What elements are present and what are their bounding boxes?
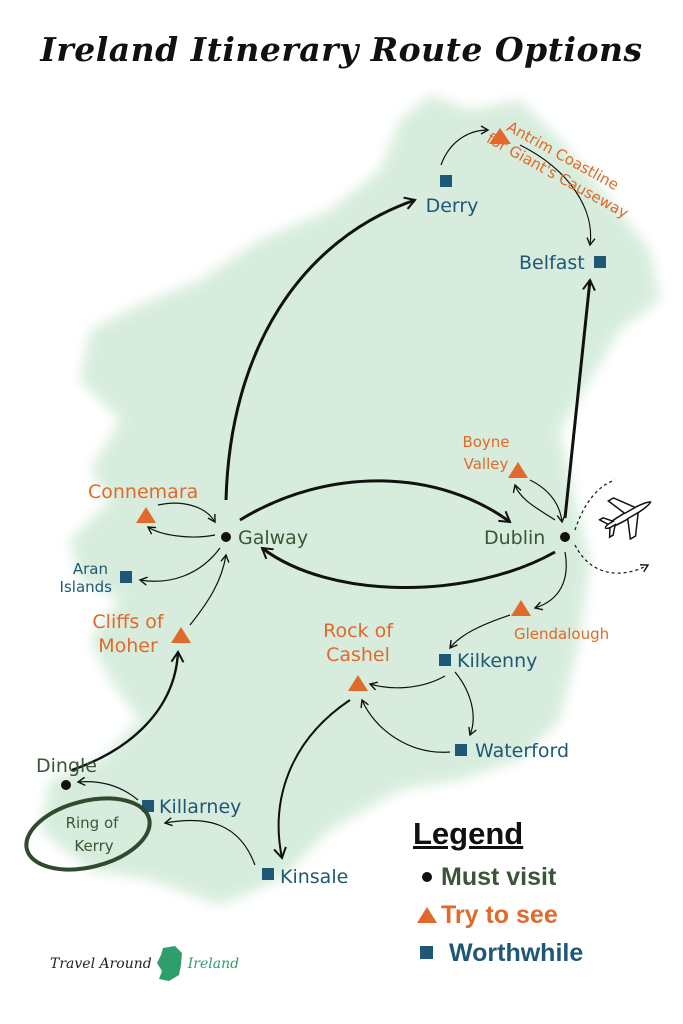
- label-moher-1: Cliffs of: [92, 611, 164, 633]
- label-killarney: Killarney: [159, 796, 241, 818]
- belfast-marker: [594, 256, 606, 268]
- label-galway: Galway: [238, 527, 308, 549]
- antrim-marker: [489, 128, 511, 144]
- label-aran-2: Islands: [60, 578, 113, 596]
- legend-worthwhile: Worthwhile: [413, 934, 583, 972]
- label-connemara: Connemara: [88, 481, 198, 503]
- route-galway-aran: [138, 547, 221, 586]
- legend-must-visit: Must visit: [413, 858, 583, 896]
- route-cashel-kinsale: [273, 699, 351, 860]
- logo-text-left: Travel Around: [50, 956, 152, 972]
- route-kilkenny-waterford: [454, 671, 477, 737]
- legend: Legend Must visit Try to see Worthwhile: [413, 816, 583, 972]
- cashel-marker: [348, 675, 368, 691]
- label-kinsale: Kinsale: [280, 866, 348, 888]
- ring-of-kerry-marker: [24, 796, 152, 872]
- route-connemara-galway: [157, 502, 216, 524]
- label-cashel-2: Cashel: [326, 644, 390, 666]
- route-antrim-belfast: [519, 144, 596, 247]
- derry-marker: [440, 175, 452, 187]
- ireland-landmass: [40, 95, 660, 905]
- route-dublin-plane-out: [574, 544, 650, 574]
- kilkenny-marker: [439, 654, 451, 666]
- boyne-marker: [508, 462, 528, 478]
- route-waterford-cashel: [360, 698, 451, 753]
- route-derry-antrim: [440, 125, 490, 166]
- route-galway-dublin: [239, 479, 512, 524]
- route-kinsale-killarney: [163, 817, 256, 866]
- legend-must-label: Must visit: [441, 862, 557, 891]
- moher-marker: [171, 627, 191, 643]
- label-moher-2: Moher: [98, 635, 158, 657]
- circle-icon: [413, 871, 441, 883]
- square-icon: [413, 946, 441, 960]
- label-boyne-1: Boyne: [462, 433, 509, 451]
- route-moher-galway: [189, 553, 230, 626]
- connemara-marker: [136, 507, 156, 523]
- label-kilkenny: Kilkenny: [457, 650, 537, 672]
- route-glendalough-kilkenny: [449, 614, 511, 650]
- route-dublin-galway: [260, 546, 556, 589]
- label-glendalough: Glendalough: [514, 625, 609, 643]
- triangle-icon: [413, 906, 441, 924]
- legend-worth-label: Worthwhile: [449, 938, 584, 967]
- route-killarney-dingle: [76, 776, 139, 801]
- route-boyne-dublin: [529, 479, 566, 524]
- label-waterford: Waterford: [475, 740, 569, 762]
- legend-try-to-see: Try to see: [413, 896, 583, 934]
- route-galway-derry: [224, 196, 417, 501]
- plane-icon: [598, 497, 652, 541]
- route-galway-connemara: [146, 526, 216, 538]
- dublin-marker: [560, 532, 570, 542]
- route-dingle-moher: [71, 650, 185, 772]
- map-title: Ireland Itinerary Route Options: [40, 30, 643, 69]
- legend-title: Legend: [413, 816, 524, 851]
- label-dublin: Dublin: [484, 527, 545, 549]
- route-dublin-boyne: [512, 483, 556, 521]
- label-boyne-2: Valley: [464, 455, 509, 473]
- legend-try-label: Try to see: [441, 900, 558, 929]
- label-belfast: Belfast: [519, 252, 585, 274]
- label-aran-1: Aran: [73, 560, 108, 578]
- label-kerry-2: Kerry: [74, 837, 113, 855]
- label-cashel-1: Rock of: [323, 620, 394, 642]
- route-kilkenny-cashel: [368, 675, 446, 691]
- dingle-marker: [61, 780, 71, 790]
- ireland-shape-icon: [156, 946, 182, 981]
- waterford-marker: [455, 744, 467, 756]
- route-dublin-glendalough: [533, 551, 567, 611]
- glendalough-marker: [511, 600, 531, 616]
- route-dublin-belfast: [563, 278, 596, 519]
- label-dingle: Dingle: [36, 755, 97, 777]
- kinsale-marker: [262, 868, 274, 880]
- label-derry: Derry: [426, 195, 479, 217]
- label-kerry-1: Ring of: [66, 814, 120, 832]
- travel-around-ireland-logo: Travel Around Ireland: [50, 945, 239, 983]
- logo-text-right: Ireland: [187, 956, 240, 972]
- aran-marker: [120, 571, 132, 583]
- galway-marker: [221, 532, 231, 542]
- route-dublin-plane-in: [574, 479, 616, 531]
